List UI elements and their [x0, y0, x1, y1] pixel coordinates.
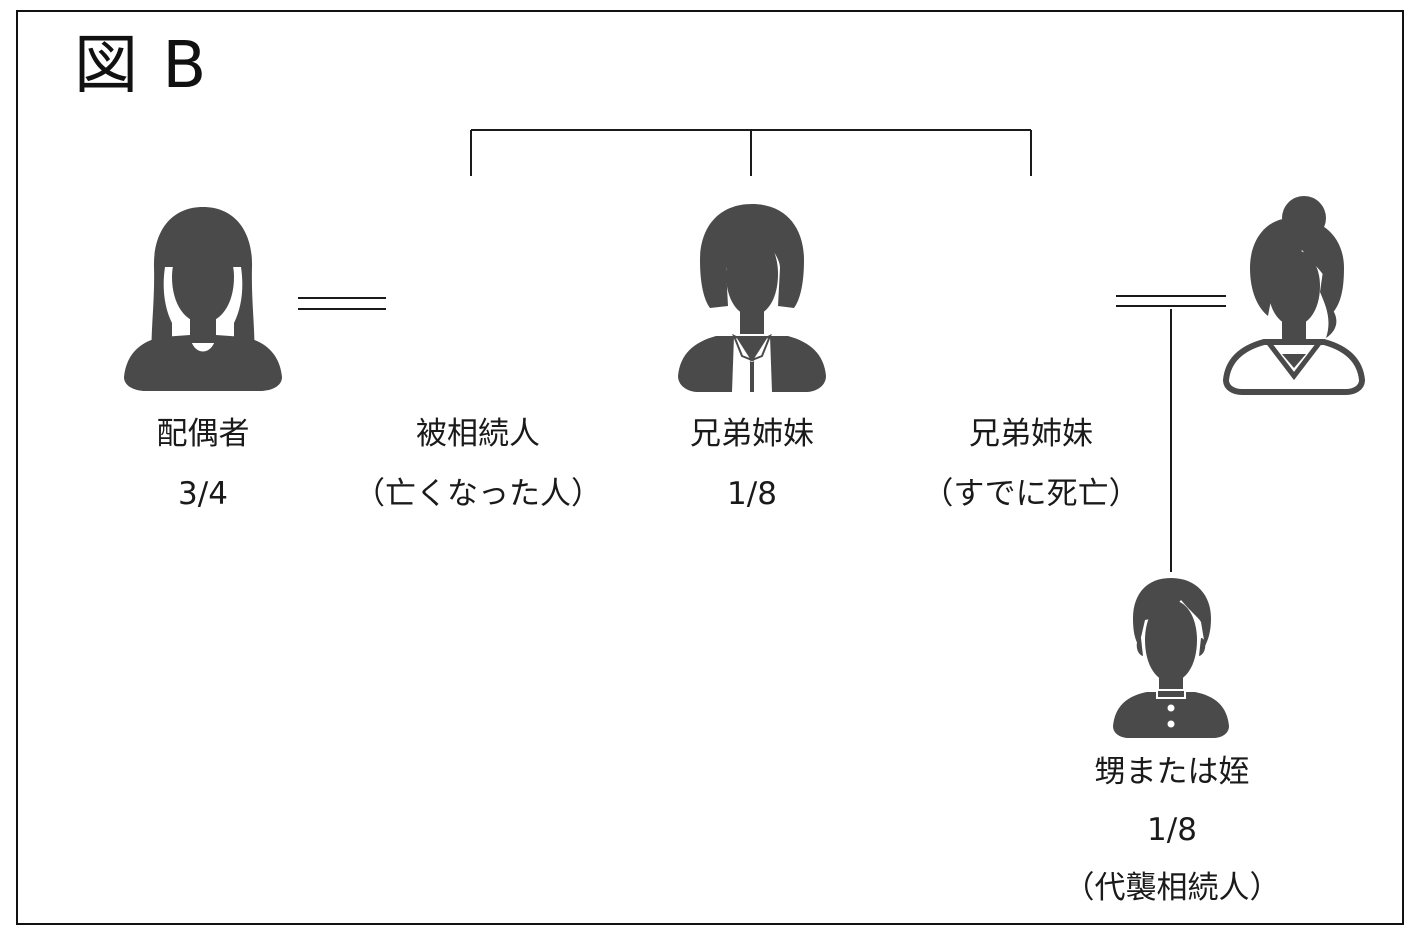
woman-ponytail-icon: [1222, 196, 1368, 396]
woman-long-hair-icon: [120, 205, 286, 391]
figure-frame: [16, 10, 1404, 925]
boy-uniform-icon: [1111, 578, 1231, 738]
spouse-name: 配偶者: [156, 416, 250, 452]
nephew-niece-note: （代襲相続人）: [1063, 870, 1281, 906]
nephew-niece-name: 甥または姪: [1094, 754, 1250, 790]
deceased-name: 被相続人: [416, 416, 540, 452]
nephew-niece-share: 1/8: [1147, 812, 1197, 848]
sibling-share: 1/8: [727, 476, 777, 512]
deceased-note: （亡くなった人）: [354, 476, 602, 512]
figure-title: 図 B: [74, 29, 209, 103]
woman-business-icon: [676, 204, 828, 392]
sibling-name: 兄弟姉妹: [690, 416, 814, 452]
sibling-deceased-note: （すでに死亡）: [922, 476, 1140, 512]
spouse-share: 3/4: [178, 476, 228, 512]
sibling-deceased-name: 兄弟姉妹: [969, 416, 1093, 452]
